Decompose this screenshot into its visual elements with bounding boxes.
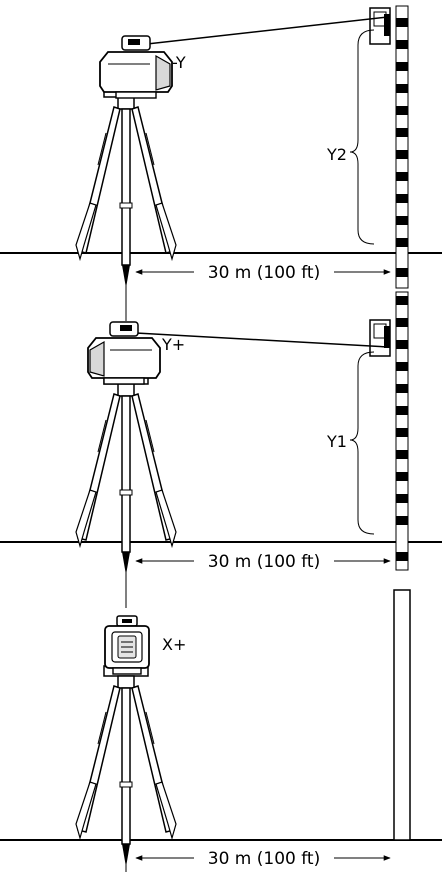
distance-label: 30 m (100 ft) xyxy=(208,552,320,572)
leveling-rod xyxy=(395,291,409,571)
panel-2: Y+ Y1 30 m (100 ft) xyxy=(0,291,442,609)
height-brace xyxy=(349,29,375,245)
leveling-rod xyxy=(395,5,409,289)
laser-detector xyxy=(369,7,391,45)
axis-label: Y+ xyxy=(161,335,185,354)
blank-rod xyxy=(393,589,411,841)
tripod xyxy=(75,373,177,609)
axis-label: -Y xyxy=(172,53,186,72)
height-label: Y2 xyxy=(326,145,347,164)
distance-label: 30 m (100 ft) xyxy=(208,849,320,869)
height-brace xyxy=(349,351,375,535)
height-label: Y1 xyxy=(326,432,347,451)
panel-3: X+ 30 m (100 ft) xyxy=(0,589,442,872)
rotary-laser xyxy=(104,615,150,675)
tripod xyxy=(75,86,177,322)
rotary-laser xyxy=(99,35,173,99)
laser-beam xyxy=(137,16,389,46)
axis-label: X+ xyxy=(162,635,186,654)
laser-beam xyxy=(135,332,389,348)
laser-detector xyxy=(369,319,391,357)
rotary-laser xyxy=(87,321,161,385)
tripod xyxy=(75,665,177,872)
panel-1: -Y Y2 30 m (100 ft) xyxy=(0,5,442,322)
distance-label: 30 m (100 ft) xyxy=(208,263,320,283)
